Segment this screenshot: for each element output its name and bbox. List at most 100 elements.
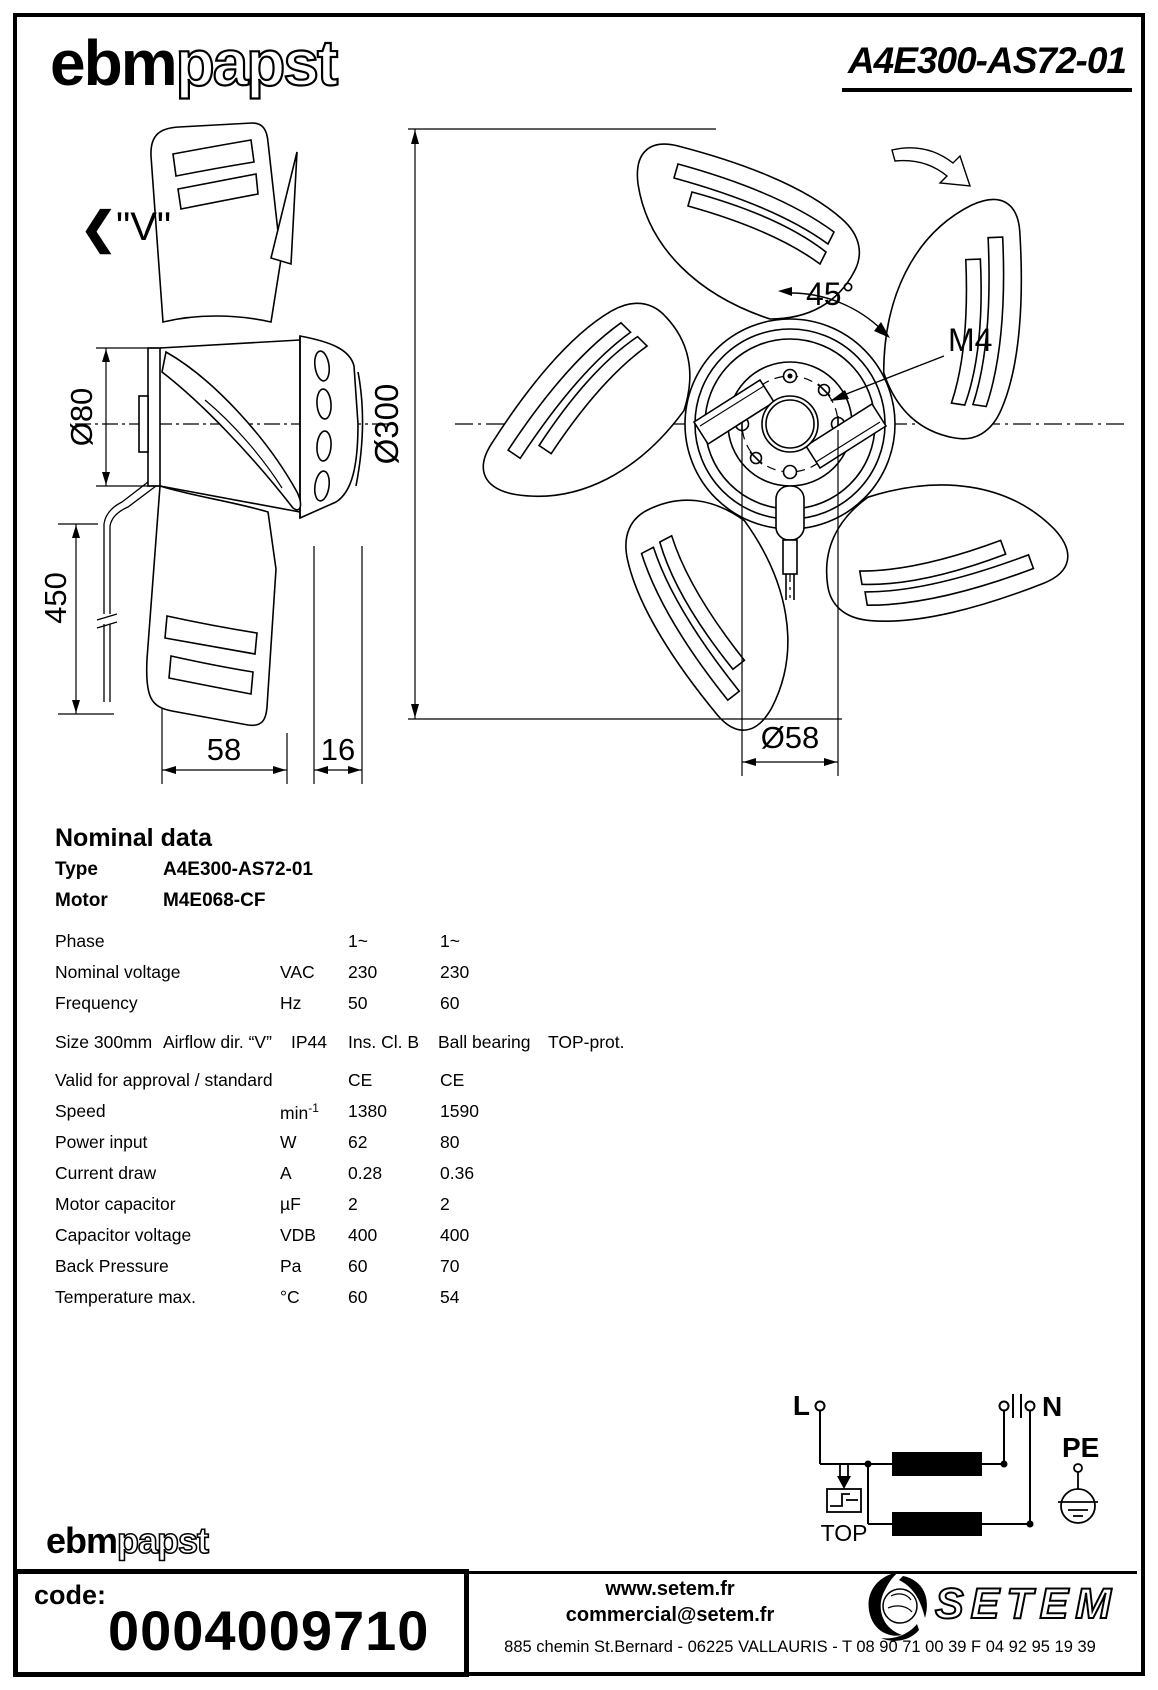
row-value-50hz: 1~ [348, 931, 368, 951]
technical-drawing: ❮ "V" Ø80 450 5 [38, 122, 1128, 784]
motor-bell [299, 335, 359, 520]
ebmpapst-logo-outline: papst [174, 26, 339, 100]
row-value-50hz: 1380 [348, 1101, 387, 1121]
website-link[interactable]: www.setem.fr [605, 1578, 735, 1600]
blade-slot [164, 615, 258, 655]
size-cell: Size 300mm [55, 1032, 153, 1052]
winding-aux [892, 1512, 982, 1536]
ebmpapst-logo: ebmpapst [50, 26, 339, 100]
row-value-60hz: 400 [440, 1225, 470, 1245]
row-value-50hz: 60 [348, 1287, 368, 1307]
row-label: Back Pressure [55, 1256, 169, 1276]
row-unit: A [280, 1163, 292, 1183]
row-unit: µF [280, 1194, 301, 1214]
code-box: code: 0004009710 [13, 1569, 469, 1677]
row-label: Current draw [55, 1163, 157, 1183]
dim-fan-diameter: Ø300 [368, 384, 405, 465]
dim-hole-angle: 45° [806, 276, 854, 312]
row-value-60hz: 1590 [440, 1101, 479, 1121]
table-row: Motor capacitor µF 2 2 [0, 1194, 1158, 1218]
row-label: Power input [55, 1132, 148, 1152]
setem-swoosh-icon [868, 1572, 927, 1641]
row-label: Frequency [55, 993, 138, 1013]
unit-exponent: -1 [308, 1101, 319, 1115]
row-label: Phase [55, 931, 105, 951]
size-row: Size 300mm Airflow dir. “V” IP44 Ins. Cl… [0, 1032, 1158, 1056]
row-value-60hz: 230 [440, 962, 470, 982]
motor-label: Motor [55, 890, 108, 911]
type-value: A4E300-AS72-01 [163, 859, 313, 880]
ebmpapst-footer-logo: ebmpapst [46, 1519, 210, 1562]
insulation-cell: Ins. Cl. B [348, 1032, 419, 1052]
row-unit: W [280, 1132, 297, 1152]
airflow-cell: Airflow dir. “V” [163, 1032, 272, 1052]
table-row: Speed min-1 1380 1590 [0, 1101, 1158, 1125]
winding-main [892, 1452, 982, 1476]
lead-wires [96, 481, 157, 702]
row-value-60hz: 2 [440, 1194, 450, 1214]
hub-plate [147, 347, 161, 487]
page-border [13, 13, 1145, 1676]
row-unit: min-1 [280, 1101, 319, 1124]
row-value-50hz: 2 [348, 1194, 358, 1214]
side-top-blade [150, 122, 282, 323]
terminal-n-label: N [1042, 1391, 1062, 1422]
capacitor-symbol [998, 1394, 1036, 1418]
side-bottom-blade [145, 484, 277, 727]
row-label: Speed [55, 1101, 106, 1121]
row-label: Temperature max. [55, 1287, 197, 1307]
row-value-60hz: 60 [440, 993, 460, 1013]
row-value-60hz: 70 [440, 1256, 460, 1276]
dim-bolt-circle: Ø58 [761, 720, 820, 755]
row-value-50hz: 62 [348, 1132, 368, 1152]
strut [159, 339, 301, 349]
table-row: Power input W 62 80 [0, 1132, 1158, 1156]
row-value-50hz: 400 [348, 1225, 378, 1245]
ebmpapst-footer-outline: papst [116, 1519, 210, 1562]
ebmpapst-footer-solid: ebm [46, 1520, 118, 1561]
blade-slot [177, 173, 259, 210]
rotation-arrow-icon [891, 147, 972, 187]
row-value-60hz: 54 [440, 1287, 460, 1307]
row-unit: VDB [280, 1225, 316, 1245]
shaft-face [138, 395, 149, 453]
row-value-50hz: 60 [348, 1256, 368, 1276]
strut [159, 485, 301, 513]
setem-logo-text: SETEM [934, 1579, 1119, 1629]
shaft-hole-inner [765, 399, 815, 449]
row-label: Nominal voltage [55, 962, 181, 982]
row-value-50hz: CE [348, 1070, 373, 1090]
ebmpapst-logo-solid: ebm [50, 27, 178, 99]
table-row: Capacitor voltage VDB 400 400 [0, 1225, 1158, 1249]
cable-gland [775, 485, 805, 600]
part-number: A4E300-AS72-01 [841, 40, 1132, 92]
thermal-protector-label: TOP [821, 1520, 868, 1546]
row-value-60hz: 80 [440, 1132, 460, 1152]
airflow-label: "V" [116, 205, 171, 249]
side-view [75, 122, 388, 727]
row-value-60hz: 0.36 [440, 1163, 475, 1183]
row-value-60hz: CE [440, 1070, 465, 1090]
airflow-arrow-icon: ❮ [80, 204, 117, 255]
row-value-50hz: 50 [348, 993, 368, 1013]
bearing-cell: Ball bearing [438, 1032, 531, 1052]
table-row: Valid for approval / standard CE CE [0, 1070, 1158, 1094]
front-view [455, 143, 1128, 741]
row-label: Motor capacitor [55, 1194, 176, 1214]
row-label: Valid for approval / standard [55, 1070, 273, 1090]
row-label: Capacitor voltage [55, 1225, 192, 1245]
thermal-protector-symbol [826, 1464, 862, 1513]
dim-cable-length: 450 [38, 572, 73, 624]
row-unit: VAC [280, 962, 315, 982]
email-link[interactable]: commercial@setem.fr [565, 1604, 775, 1626]
unit-base: min [280, 1102, 309, 1123]
dim-hub-diameter: Ø80 [64, 388, 99, 447]
blade-curve [204, 399, 283, 489]
side-dimensions: ❮ "V" Ø80 450 5 [38, 204, 363, 784]
impeller [475, 143, 1079, 741]
